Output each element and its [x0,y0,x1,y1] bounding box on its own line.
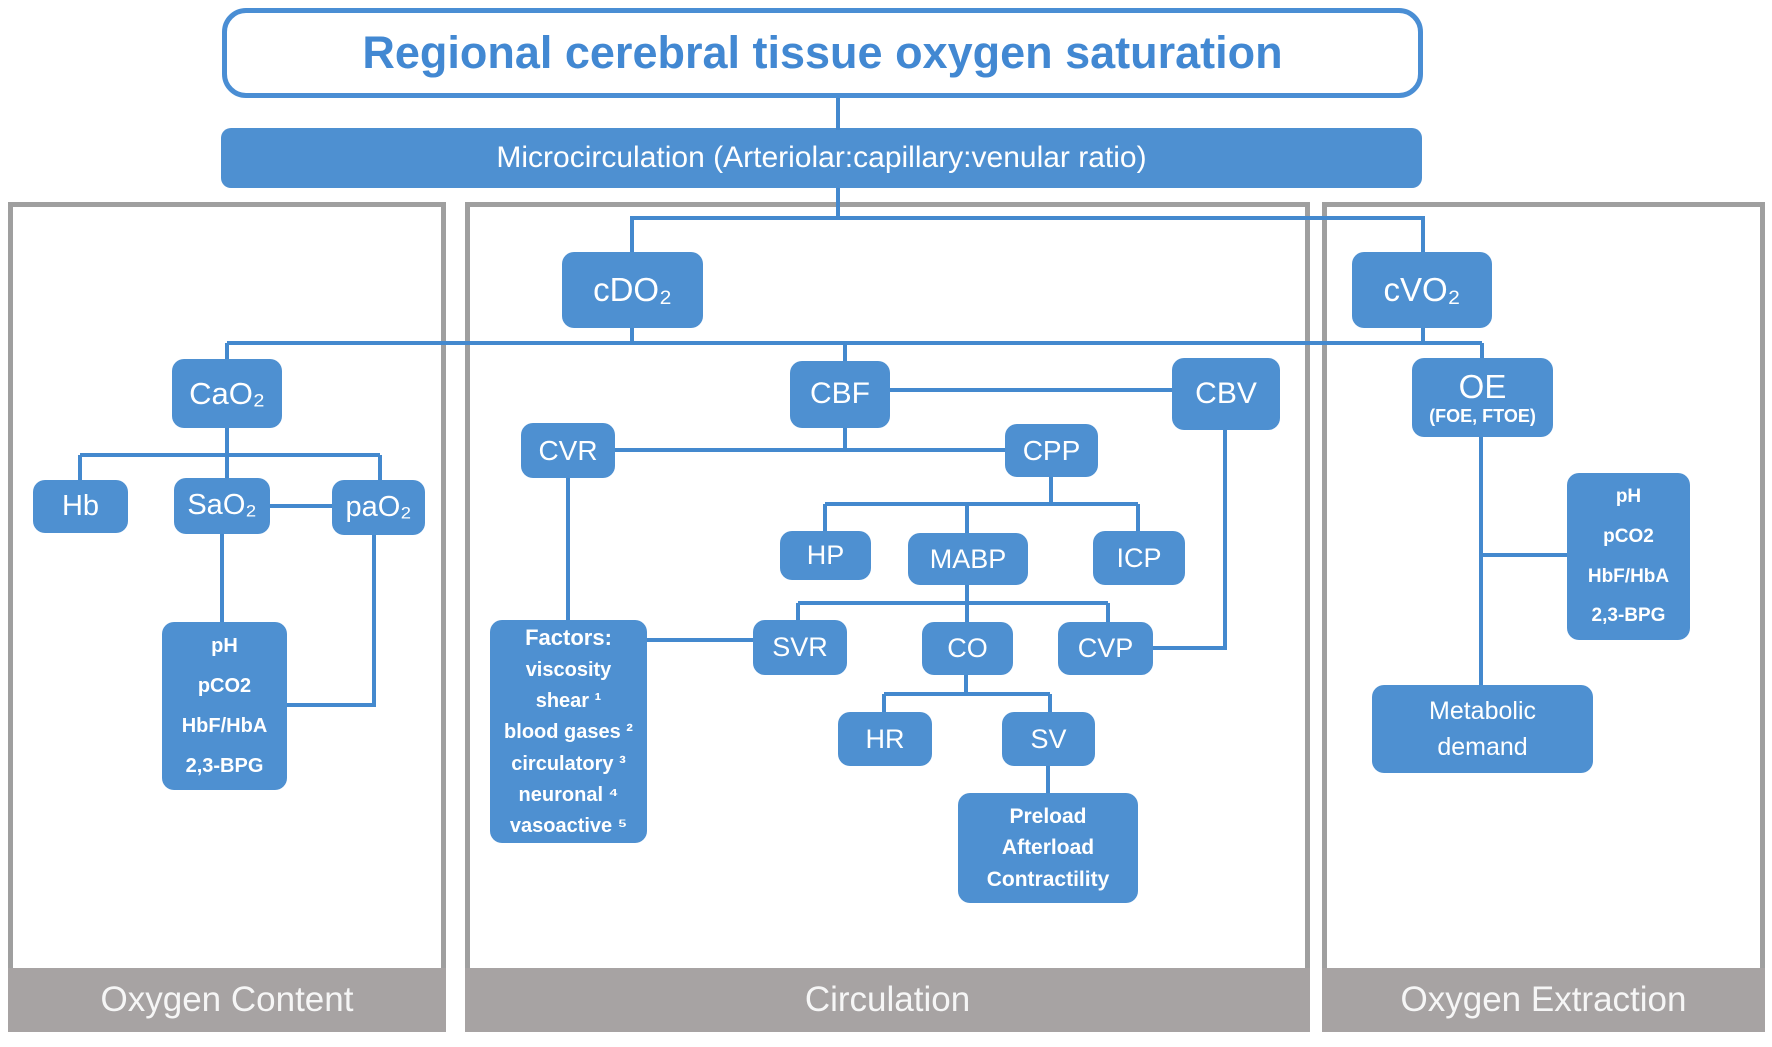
panel-footer-oxygen-extraction: Oxygen Extraction [1322,968,1765,1032]
page-title: Regional cerebral tissue oxygen saturati… [362,27,1283,78]
panel-footer-label: Oxygen Extraction [1400,980,1687,1019]
panel-oxygen-content: Oxygen Content [8,202,446,1032]
panel-oxygen-extraction: Oxygen Extraction [1322,202,1765,1032]
panel-footer-oxygen-content: Oxygen Content [8,968,446,1032]
microcirculation-label: Microcirculation (Arteriolar:capillary:v… [496,141,1147,174]
panel-circulation: Circulation [465,202,1310,1032]
panel-footer-label: Circulation [804,980,971,1019]
microcirculation-bar: Microcirculation (Arteriolar:capillary:v… [221,128,1422,188]
connector-line [836,98,840,130]
panel-footer-circulation: Circulation [465,968,1310,1032]
title-box: Regional cerebral tissue oxygen saturati… [222,8,1423,98]
panel-footer-label: Oxygen Content [100,980,354,1019]
